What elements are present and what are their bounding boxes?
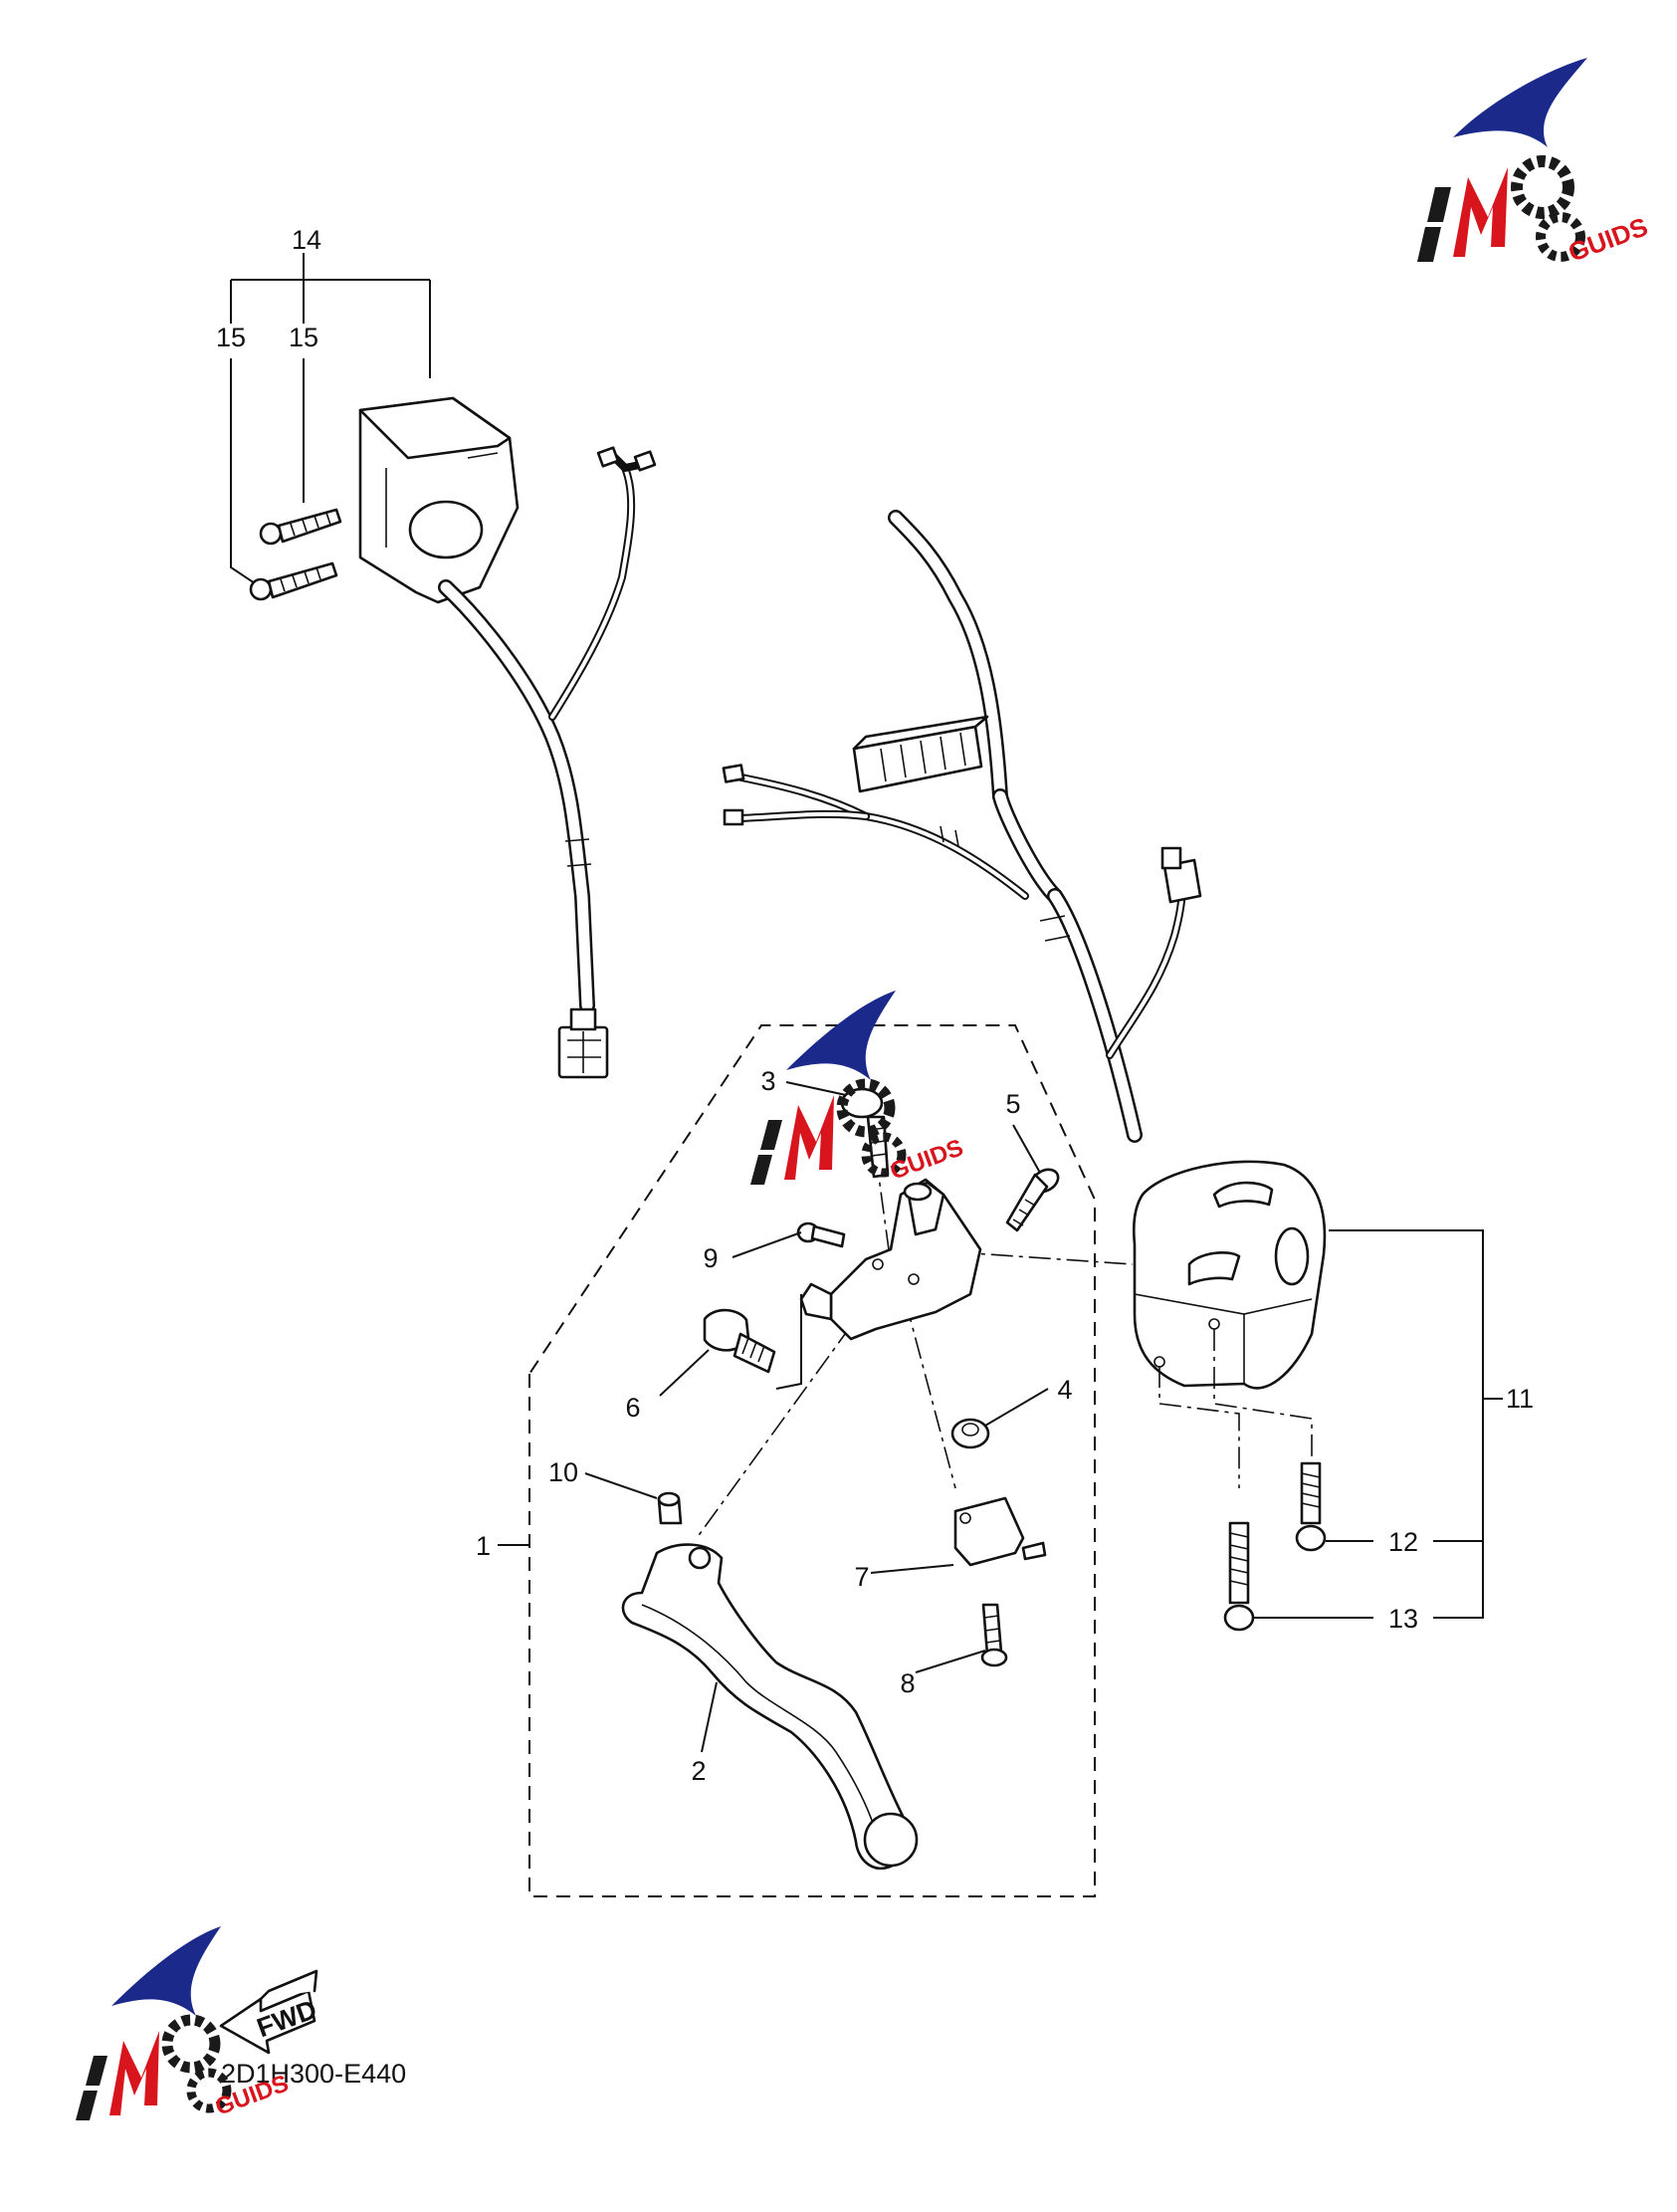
callout-4: 4 <box>1057 1375 1072 1405</box>
callout-6: 6 <box>625 1393 640 1423</box>
callout-14: 14 <box>292 225 321 255</box>
screw-9 <box>796 1221 846 1248</box>
right-harness <box>722 510 1202 1143</box>
screw-8 <box>980 1603 1008 1667</box>
nut-4 <box>950 1418 990 1449</box>
callout-5: 5 <box>1005 1089 1020 1119</box>
right-handlebar-switch <box>1132 1160 1503 1632</box>
clutch-switch-7 <box>953 1496 1047 1567</box>
bolt-6 <box>703 1308 776 1374</box>
screw-13 <box>1223 1521 1255 1632</box>
left-handlebar-switch <box>230 253 657 1079</box>
callout-labels: 14 15 15 3 5 9 6 4 10 1 7 8 2 11 12 13 <box>216 225 1534 1786</box>
callout-7: 7 <box>854 1562 869 1592</box>
clutch-lever-2 <box>621 1543 919 1871</box>
screw-15-lower <box>249 561 338 601</box>
brand-logo-center: GUIDS <box>750 991 966 1186</box>
callout-12: 12 <box>1388 1527 1418 1557</box>
callout-8: 8 <box>900 1668 915 1698</box>
callout-1: 1 <box>476 1531 491 1561</box>
callout-15-left: 15 <box>216 323 246 352</box>
forward-arrow: FWD <box>219 1969 320 2055</box>
collar-10 <box>657 1491 683 1525</box>
diagram-code: 2D1H300-E440 <box>221 2059 406 2089</box>
brand-logo-top-right: GUIDS <box>1417 58 1651 268</box>
screw-12 <box>1295 1461 1327 1552</box>
callout-9: 9 <box>703 1243 718 1273</box>
bolt-5 <box>1005 1168 1060 1232</box>
callout-13: 13 <box>1388 1604 1418 1634</box>
callout-15-right: 15 <box>289 323 318 352</box>
callout-3: 3 <box>760 1066 775 1096</box>
lever-assembly <box>498 1024 1134 1897</box>
callout-10: 10 <box>548 1457 578 1487</box>
screw-15-upper <box>259 508 342 546</box>
callout-11: 11 <box>1506 1384 1534 1414</box>
callout-2: 2 <box>691 1756 706 1786</box>
